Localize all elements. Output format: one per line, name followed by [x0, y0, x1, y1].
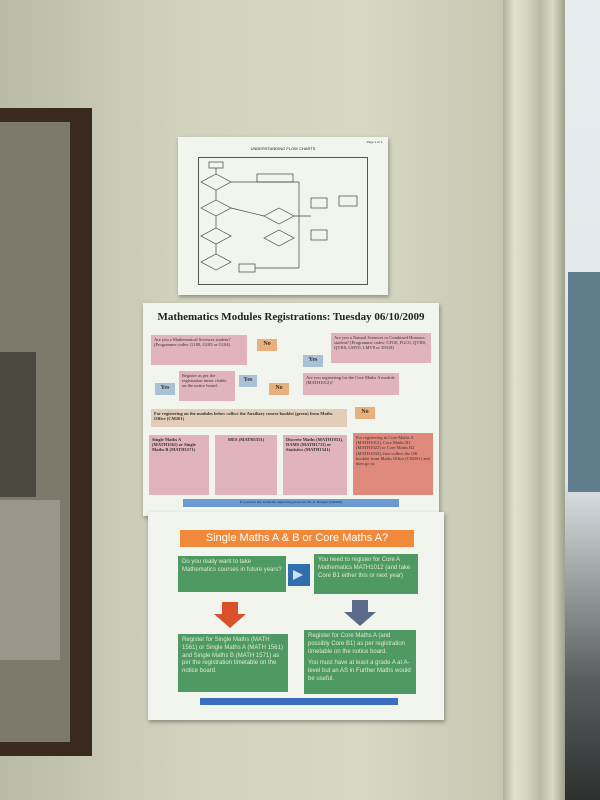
choice-question: Do you really want to take Mathematics c… [178, 556, 286, 592]
register-instruction: Register as per the registration times v… [179, 371, 235, 401]
auxiliary-booklet-note: For registering on the modules below col… [151, 409, 347, 427]
flow-decision [200, 227, 232, 245]
discrete-maths-option: Discrete Maths (MATH1031), DAMS (MATH171… [283, 435, 347, 495]
flow-decision [200, 253, 232, 271]
flow-decision [200, 173, 232, 191]
flow-start [208, 161, 224, 169]
single-maths-instruction: Register for Single Maths (MATH 1561) or… [178, 634, 288, 692]
flowchart-title: UNDERSTANDING FLOW CHARTS [250, 146, 316, 151]
door-frame [503, 0, 565, 800]
registration-title: Mathematics Modules Registrations: Tuesd… [157, 311, 425, 323]
whiteboard [568, 272, 600, 492]
yes-badge: Yes [155, 383, 175, 395]
core-maths-register-text: Register for Core Maths A (and possibly … [308, 633, 406, 655]
registration-poster: Mathematics Modules Registrations: Tuesd… [143, 303, 439, 516]
choice-title: Single Maths A & B or Core Maths A? [180, 530, 414, 547]
flowchart-frame [198, 157, 368, 285]
flowchart-poster: Page 1 of 1 UNDERSTANDING FLOW CHARTS [178, 137, 388, 295]
flow-decision [200, 199, 232, 217]
no-badge: No [355, 407, 375, 419]
poster-page-number: Page 1 of 1 [366, 140, 382, 144]
down-arrow-red-icon [210, 602, 250, 628]
flow-process [256, 173, 294, 183]
core-maths-instruction: Register for Core Maths A (and possibly … [304, 630, 416, 694]
down-arrow-blue-icon [340, 600, 380, 626]
yes-arrow-icon [288, 564, 310, 586]
core-maths-option: For registering in Core Maths A (MATH101… [353, 433, 433, 495]
question-core-maths: Are you registering for the Core Maths A… [303, 373, 399, 395]
flow-decision [263, 229, 295, 247]
question-maths-student: Are you a Mathematical Sciences student?… [151, 335, 247, 365]
mes-option: MES (MATH1551) [215, 435, 277, 495]
choice-footer-bar [200, 698, 398, 705]
no-badge: No [269, 383, 289, 395]
flow-decision [263, 207, 295, 225]
question-natsci-student: Are you a Natural Sciences or Combined H… [331, 333, 431, 363]
registration-footer: If you have any problems registering ple… [183, 499, 399, 507]
choice-poster: Single Maths A & B or Core Maths A? Do y… [148, 512, 444, 720]
flow-process [338, 195, 358, 207]
flowchart-diagram [200, 161, 358, 273]
notice-board-photos [0, 352, 36, 497]
core-maths-grade-note: You must have at least a grade A at A-le… [308, 660, 411, 682]
no-badge: No [257, 339, 277, 351]
yes-badge: Yes [239, 375, 257, 387]
yes-badge: Yes [303, 355, 323, 367]
flow-process [310, 197, 328, 209]
notice-board-panel [0, 500, 60, 660]
core-a-instruction: You need to register for Core A Mathemat… [314, 554, 418, 594]
flow-process [310, 229, 328, 241]
flow-end [238, 263, 256, 273]
single-maths-option: Single Maths A (MATH1561) or Single Math… [149, 435, 209, 495]
